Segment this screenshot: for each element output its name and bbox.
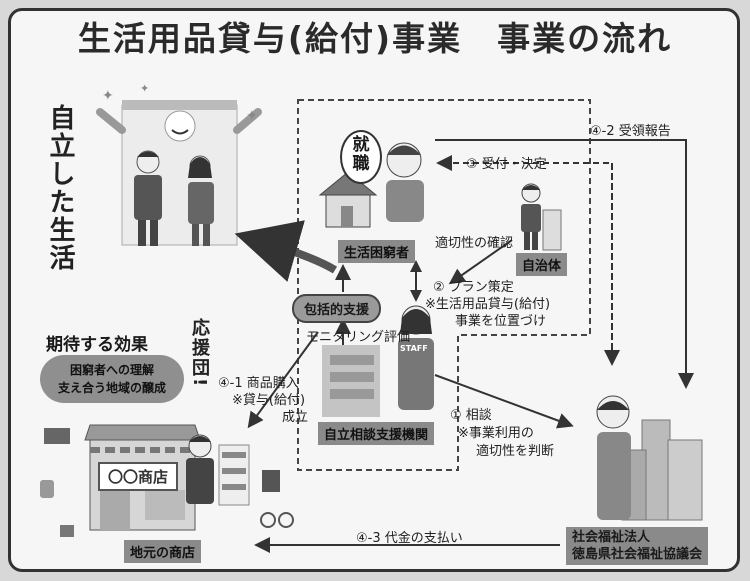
cheer-label: 応援団!: [189, 318, 210, 389]
step41-note: ※貸与(給付): [232, 393, 306, 408]
step1-title: ① 相談: [450, 408, 492, 423]
comprehensive-support-pill: 包括的支援: [292, 294, 382, 323]
step42-label: ④-2 受領報告: [590, 124, 671, 139]
effect-line-2: 支え合う地域の醸成: [58, 381, 167, 395]
appropriateness-label: 適切性の確認: [435, 236, 514, 251]
step43-label: ④-3 代金の支払い: [356, 531, 463, 546]
arrow-step42: [435, 139, 694, 389]
node-needy: 生活困窮者: [338, 240, 416, 263]
step1-note1: ※事業利用の: [458, 426, 534, 441]
municipality-staff-illustration: [521, 183, 562, 251]
step1-note2: 適切性を判断: [476, 444, 555, 459]
independent-life-illustration: ✦ ✦ ✦: [96, 82, 262, 246]
step2-note2: 事業を位置づけ: [455, 314, 547, 329]
council-line2: 徳島県社会福祉協議会: [572, 547, 703, 562]
independent-life-label: 自立した生活: [45, 104, 75, 272]
council-line1: 社会福祉法人: [572, 530, 651, 545]
page-title: 生活用品貸与(給付)事業 事業の流れ: [77, 19, 673, 58]
arrow-step1: [434, 374, 574, 429]
svg-text:✦: ✦: [246, 108, 258, 124]
needy-person-illustration: [318, 142, 424, 228]
step3-label: ③ 受付・決定: [466, 157, 547, 172]
step2-note1: ※生活用品貸与(給付): [425, 297, 551, 312]
step41-end: 成立: [282, 410, 309, 425]
staff-badge: STAFF: [400, 344, 428, 353]
shop-sign: 〇〇商店: [98, 462, 179, 491]
node-council: 社会福祉法人 徳島県社会福祉協議会: [566, 527, 709, 565]
expected-effect-heading: 期待する効果: [46, 335, 148, 355]
step2-title: ② プラン策定: [433, 280, 514, 295]
node-support-org: 自立相談支援機関: [318, 422, 435, 445]
effect-line-1: 困窮者への理解: [70, 363, 155, 377]
node-municipality: 自治体: [516, 253, 568, 276]
node-local-shop: 地元の商店: [124, 540, 202, 563]
arrow-step2: [448, 239, 513, 285]
step41-title: ④-1 商品購入: [218, 376, 299, 391]
support-staff-illustration: [322, 305, 434, 417]
arrow-step41: [247, 331, 319, 429]
svg-text:✦: ✦: [102, 88, 114, 104]
monitoring-label: モニタリング評価: [306, 330, 411, 345]
dashed-region: [297, 99, 591, 471]
svg-text:✦: ✦: [140, 82, 149, 95]
big-arrow-to-independent-life: [234, 220, 338, 282]
council-illustration: [596, 395, 703, 521]
expected-effect-cloud: 困窮者への理解 支え合う地域の醸成: [40, 355, 185, 403]
employment-bubble: 就職: [340, 130, 382, 184]
employment-bubble-text: 就職: [352, 135, 370, 174]
